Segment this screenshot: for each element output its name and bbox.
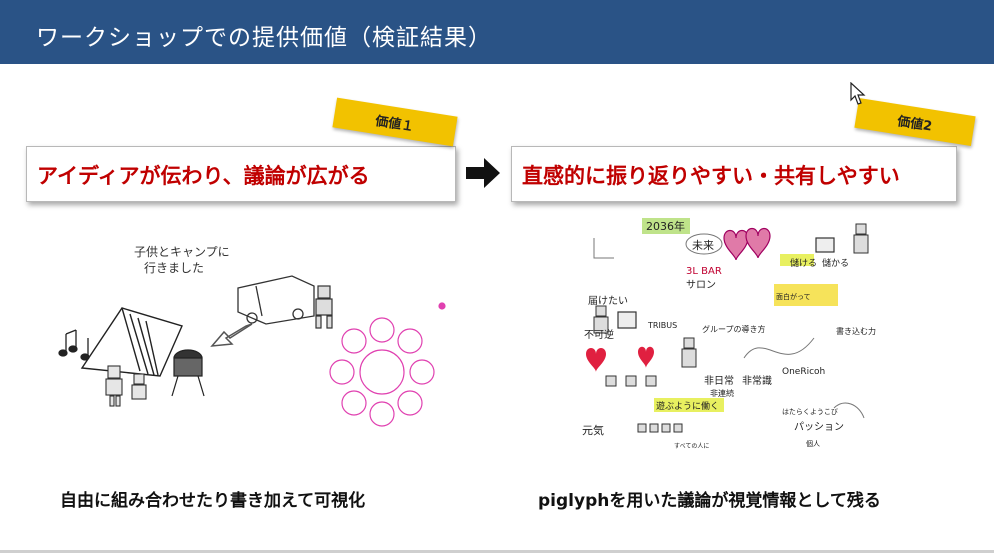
- workshop-graphic-record-illustration: 2036年 未来 3L BAR サロン 儲ける 儲かる 届けたい 不可逆 TRI…: [582, 218, 876, 450]
- value1-heading-box: アイディアが伝わり、議論が広がる: [26, 146, 456, 202]
- label-mokeru: 儲ける: [790, 257, 817, 269]
- pointer-arrow-icon: [210, 323, 253, 347]
- tent-icon: [80, 307, 183, 377]
- bottom-rule: [0, 550, 994, 553]
- value2-heading: 直感的に振り返りやすい・共有しやすい: [522, 164, 900, 188]
- value1-caption: 自由に組み合わせたり書き加えて可視化: [60, 491, 366, 511]
- value2-heading-box: 直感的に振り返りやすい・共有しやすい: [511, 146, 957, 202]
- value1-heading: アイディアが伝わり、議論が広がる: [37, 164, 370, 188]
- label-passion: パッション: [794, 421, 844, 433]
- robot-figure-icon: [315, 285, 333, 329]
- label-asobu: 遊ぶように働く: [656, 400, 719, 412]
- slide-title: ワークショップでの提供価値（検証結果）: [36, 25, 492, 51]
- label-mirai: 未来: [692, 239, 714, 252]
- label-group: グループの導き方: [702, 324, 766, 334]
- bbq-grill-icon: [171, 349, 205, 397]
- label-kakikomu: 書き込む力: [836, 326, 876, 336]
- label-2036: 2036年: [646, 219, 685, 233]
- sketch-note-line2: 行きました: [144, 261, 204, 275]
- label-mokaru: 儲かる: [822, 257, 849, 269]
- label-tribus: TRIBUS: [647, 321, 677, 330]
- music-notes-icon: [58, 329, 90, 361]
- label-salon: サロン: [686, 279, 716, 291]
- hearts-cluster-icon: [723, 227, 771, 261]
- thumbs-up-icon: [617, 237, 835, 329]
- mouse-cursor-icon: [850, 82, 866, 105]
- label-hirenzoku: 非連続: [710, 388, 734, 398]
- label-subete: すべての人に: [674, 443, 709, 450]
- value2-caption: piglyphを用いた議論が視覚情報として残る: [538, 491, 881, 511]
- family-figures-icon: [105, 365, 147, 407]
- title-bar: ワークショップでの提供価値（検証結果）: [0, 0, 994, 64]
- value2-tag: 価値2: [854, 97, 976, 147]
- label-hinichijo: 非日常: [704, 374, 734, 387]
- car-icon: [237, 275, 315, 325]
- right-arrow-icon: [466, 158, 500, 188]
- robot-characters-icon: [593, 223, 869, 433]
- pink-circle-sketch: [329, 302, 446, 427]
- sketch-note-line1: 子供とキャンプに: [134, 245, 230, 259]
- sketch-lines: [593, 233, 865, 419]
- label-genki: 元気: [582, 423, 604, 437]
- red-hearts-icon: [586, 346, 654, 372]
- label-3lbar: 3L BAR: [686, 266, 722, 277]
- label-todoketai: 届けたい: [588, 295, 628, 307]
- label-kojin: 個人: [806, 439, 820, 448]
- label-onericoh: OneRicoh: [782, 367, 825, 377]
- label-hataraku: はたらくようこび: [782, 408, 838, 416]
- value1-tag: 価値１: [332, 97, 458, 147]
- label-hijoshiki: 非常識: [742, 374, 772, 387]
- label-fukagyaku: 不可逆: [584, 328, 614, 341]
- camping-sketch-illustration: 子供とキャンプに 行きました: [58, 245, 446, 427]
- label-omoshirogatte: 面白がって: [776, 292, 811, 301]
